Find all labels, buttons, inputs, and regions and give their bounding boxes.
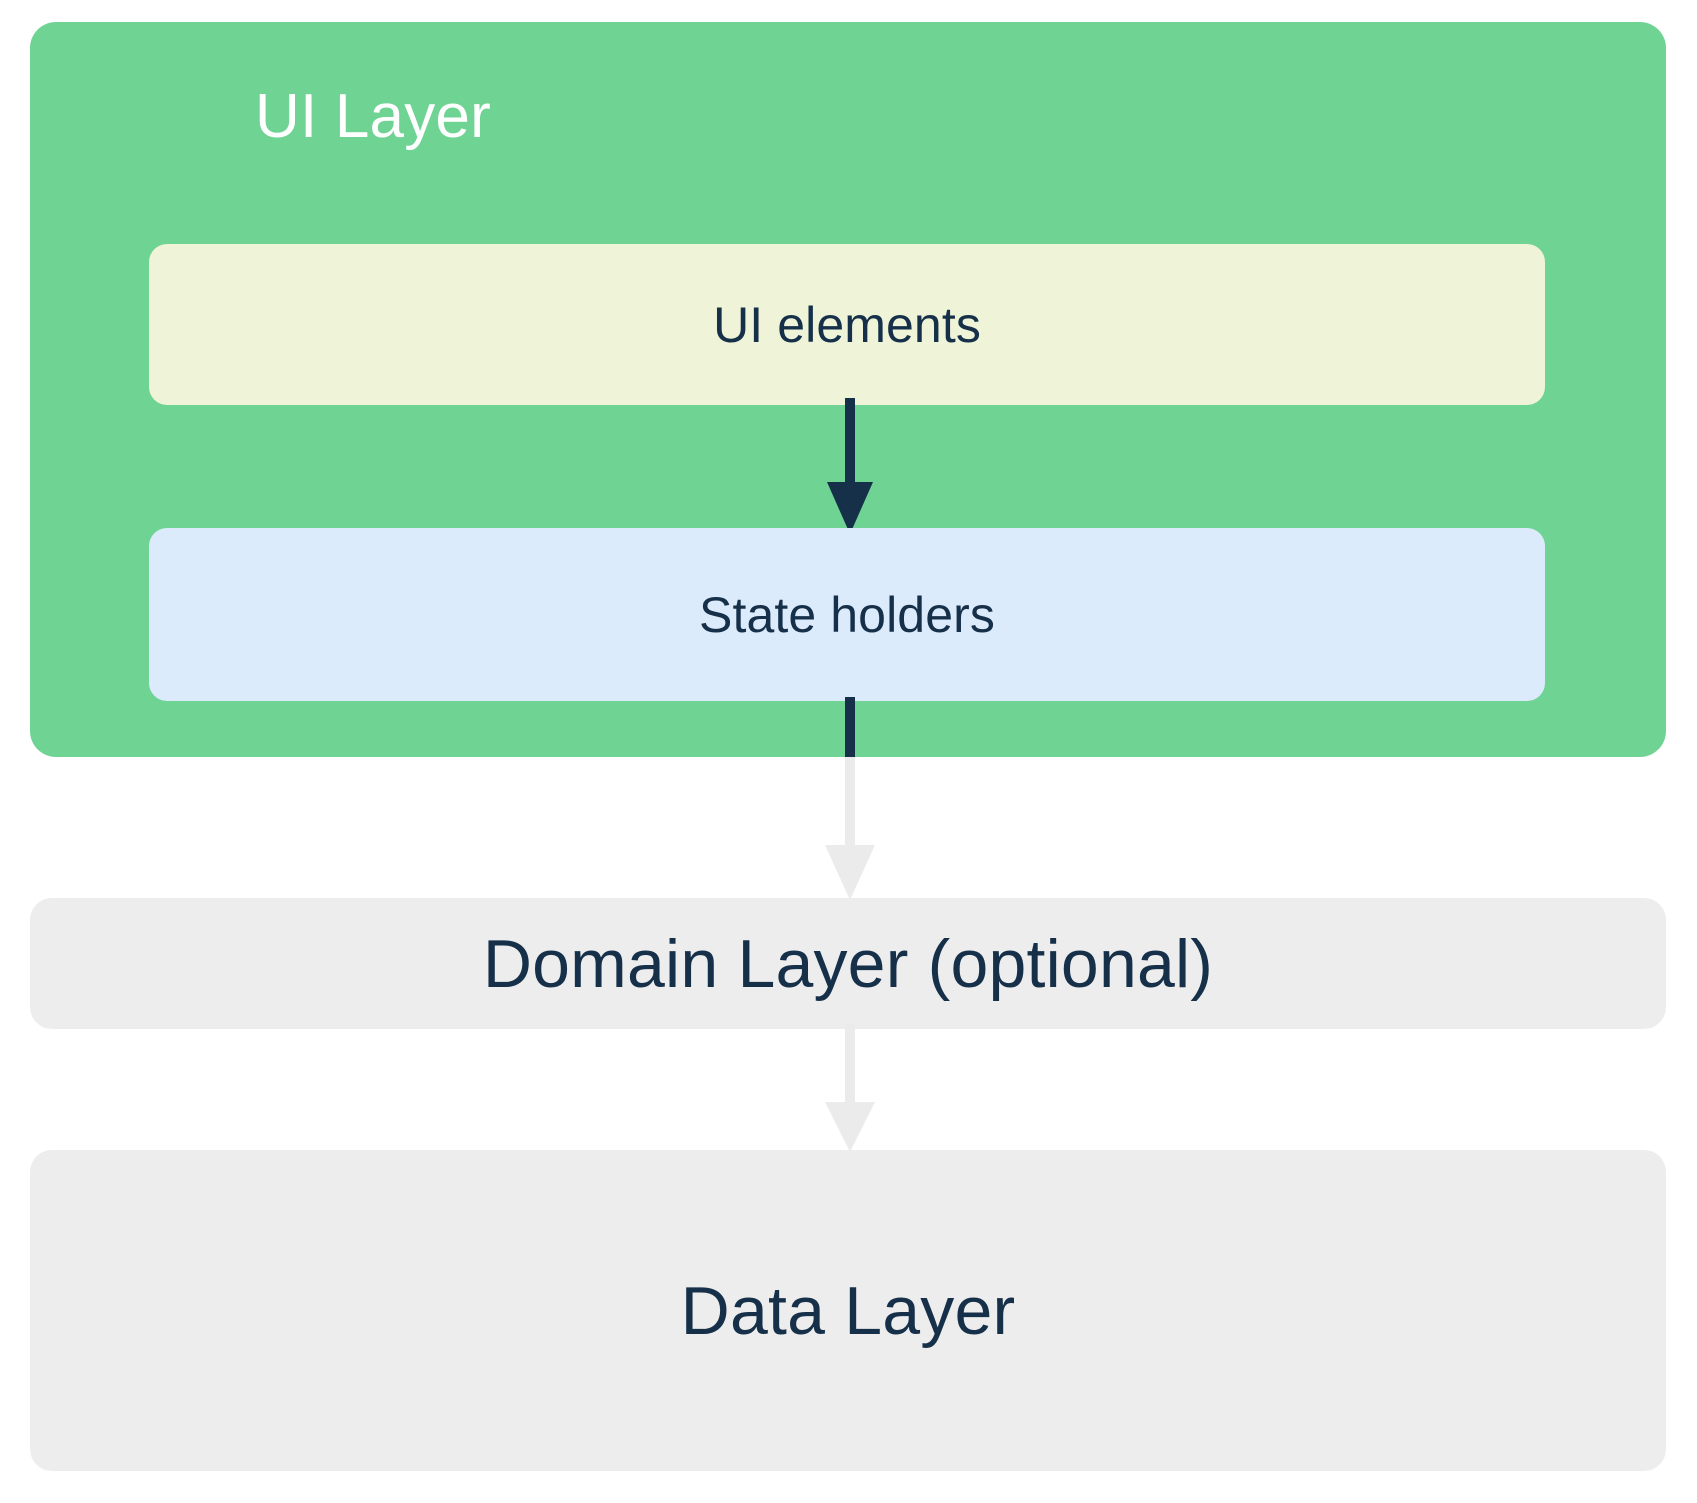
data-layer-card: Data Layer (30, 1150, 1666, 1471)
arrow-domain-layer-to-data-layer (825, 1024, 875, 1152)
ui-elements-label: UI elements (713, 296, 981, 353)
state-holders-label: State holders (699, 586, 995, 643)
state-holders-card: State holders (149, 528, 1545, 701)
domain-layer-card: Domain Layer (optional) (30, 898, 1666, 1029)
ui-layer-title: UI Layer (255, 82, 491, 151)
data-layer-label: Data Layer (680, 1272, 1016, 1349)
domain-layer-label: Domain Layer (optional) (482, 925, 1214, 1002)
ui-elements-card: UI elements (149, 244, 1545, 405)
